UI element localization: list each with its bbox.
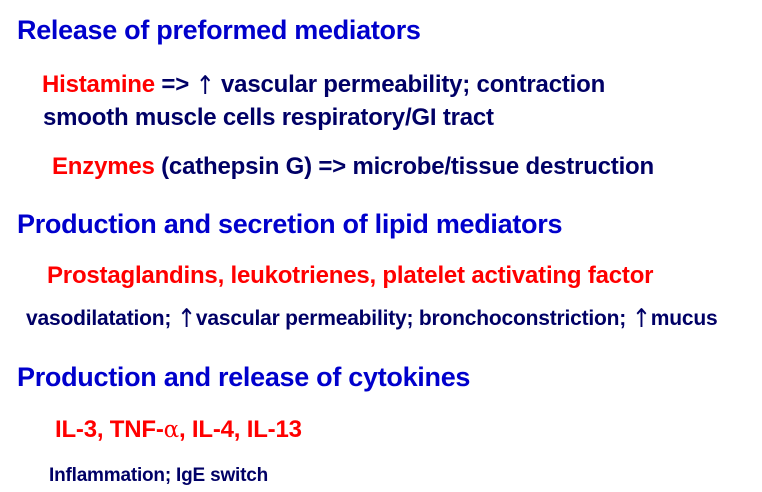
emphasis-enzymes: Enzymes — [52, 153, 155, 180]
body-line-enzymes: Enzymes (cathepsin G) => microbe/tissue … — [52, 155, 654, 179]
up-arrow-icon: ↑ — [631, 304, 651, 334]
emphasis-histamine: Histamine — [42, 71, 155, 98]
histamine-effect-text: vascular permeability; contraction — [214, 71, 606, 98]
section-heading-preformed-mediators: Release of preformed mediators — [17, 15, 421, 45]
body-line-smooth-muscle: smooth muscle cells respiratory/GI tract — [43, 104, 494, 131]
body-line-inflammation: Inflammation; IgE switch — [49, 465, 268, 486]
greek-alpha-glyph: α — [163, 417, 180, 443]
cytokine-list-part1: IL-3, TNF- — [55, 416, 164, 443]
body-line-prostaglandins: Prostaglandins, leukotrienes, platelet a… — [47, 262, 654, 289]
vascular-permeability-text: vascular permeability; bronchoconstricti… — [195, 307, 632, 330]
section-heading-lipid-mediators: Production and secretion of lipid mediat… — [17, 209, 563, 239]
body-line-histamine: Histamine => ↑ vascular permeability; co… — [42, 71, 606, 101]
enzymes-effect-text: (cathepsin G) => microbe/tissue destruct… — [154, 153, 654, 180]
up-arrow-icon: ↑ — [195, 71, 215, 101]
histamine-arrow-prefix: => — [154, 71, 196, 98]
up-arrow-icon: ↑ — [176, 304, 196, 334]
body-line-cytokine-list: IL-3, TNF-α, IL-4, IL-13 — [55, 418, 302, 442]
cytokine-list-part2: , IL-4, IL-13 — [179, 416, 302, 443]
mucus-text: mucus — [650, 307, 718, 330]
body-line-vasodilatation: vasodilatation; ↑vascular permeability; … — [26, 304, 718, 334]
vasodilatation-text: vasodilatation; — [26, 307, 177, 330]
section-heading-cytokines: Production and release of cytokines — [17, 362, 471, 392]
